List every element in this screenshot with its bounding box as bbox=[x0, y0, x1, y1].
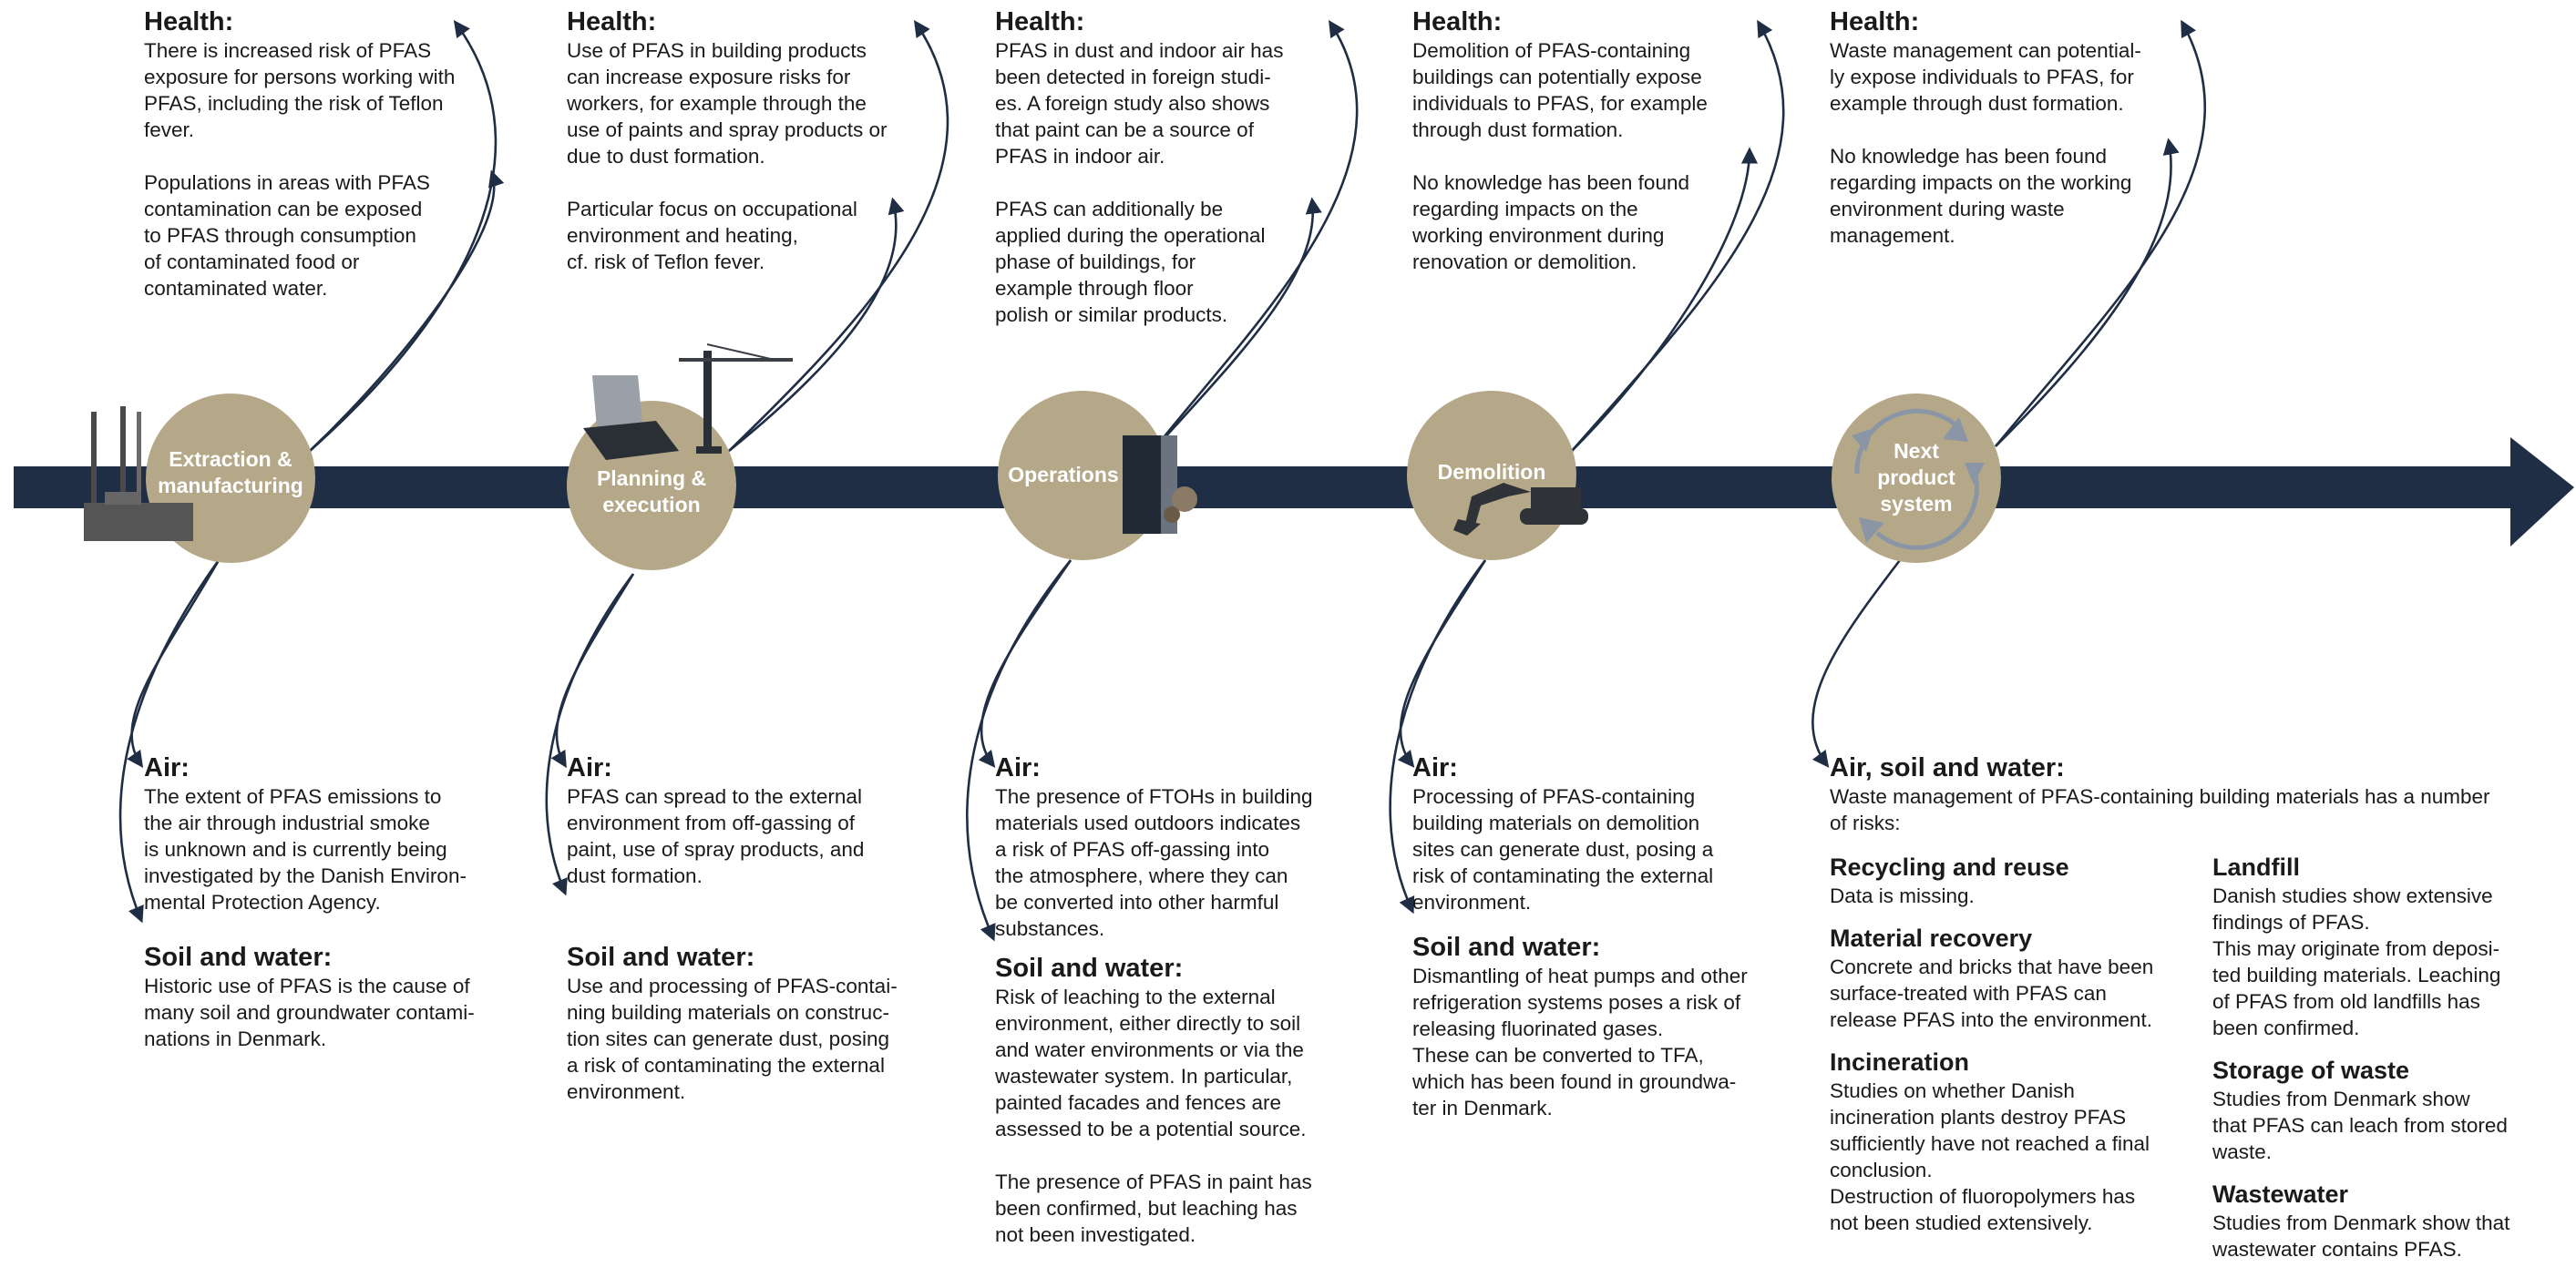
risk-title: Recycling and reuse bbox=[1830, 854, 2069, 881]
soil-water-heading: Soil and water: bbox=[1412, 933, 1601, 962]
connector-air-4 bbox=[1397, 559, 1487, 768]
risk-text: Studies on whether Danish incineration p… bbox=[1830, 1079, 2150, 1234]
environment-block-4: Air: Processing of PFAS-containing build… bbox=[1412, 752, 1777, 1121]
air-heading: Air: bbox=[567, 753, 612, 782]
connector-air-1 bbox=[127, 559, 221, 768]
excavator-icon bbox=[1453, 483, 1588, 536]
health-text: Waste management can potential- ly expos… bbox=[1830, 39, 2141, 115]
environment-block-5: Air, soil and water: Waste management of… bbox=[1830, 752, 2559, 845]
soil-water-text: The presence of PFAS in paint has been c… bbox=[995, 1170, 1312, 1246]
building-icon bbox=[1123, 435, 1197, 534]
air-heading: Air: bbox=[1412, 753, 1458, 782]
risk-title: Landfill bbox=[2212, 854, 2300, 881]
health-text: No knowledge has been found regarding im… bbox=[1412, 171, 1689, 273]
soil-water-text: Dismantling of heat pumps and other refr… bbox=[1412, 965, 1748, 1119]
health-text: PFAS can additionally be applied during … bbox=[995, 198, 1266, 326]
factory-chimneys-icon bbox=[84, 406, 193, 541]
risk-title: Incineration bbox=[1830, 1048, 1970, 1076]
air-text: Processing of PFAS-containing building m… bbox=[1412, 785, 1714, 914]
air-soil-water-intro: Waste management of PFAS-containing buil… bbox=[1830, 785, 2490, 834]
connector-air-5 bbox=[1811, 559, 1902, 768]
connector-health-4b bbox=[1571, 147, 1759, 452]
health-heading: Health: bbox=[995, 7, 1085, 36]
health-heading: Health: bbox=[1412, 7, 1503, 36]
waste-risks-right-column: Landfill Danish studies show extensive f… bbox=[2212, 853, 2559, 1262]
connector-soil-3 bbox=[966, 559, 1072, 942]
soil-water-heading: Soil and water: bbox=[995, 954, 1184, 983]
health-text: No knowledge has been found regarding im… bbox=[1830, 145, 2132, 247]
connector-health-3b bbox=[1152, 197, 1322, 452]
air-heading: Air: bbox=[144, 753, 190, 782]
health-block-1: Health: There is increased risk of PFAS … bbox=[144, 6, 508, 302]
stage-label-operations: Operations bbox=[1008, 463, 1119, 486]
health-text: Populations in areas with PFAS contamina… bbox=[144, 171, 430, 300]
stage-label-planning: Planning & execution bbox=[596, 466, 707, 516]
health-text: PFAS in dust and indoor air has been det… bbox=[995, 39, 1284, 168]
waste-risks-left-column: Recycling and reuse Data is missing. Mat… bbox=[1830, 853, 2203, 1236]
health-heading: Health: bbox=[567, 7, 657, 36]
health-block-4: Health: Demolition of PFAS-containing bu… bbox=[1412, 6, 1777, 275]
connector-health-5 bbox=[1994, 19, 2207, 447]
risk-text: Concrete and bricks that have been surfa… bbox=[1830, 956, 2154, 1031]
health-heading: Health: bbox=[144, 7, 234, 36]
air-heading: Air: bbox=[995, 753, 1041, 782]
risk-title: Wastewater bbox=[2212, 1181, 2349, 1208]
air-text: The presence of FTOHs in building materi… bbox=[995, 785, 1313, 940]
soil-water-text: Risk of leaching to the external environ… bbox=[995, 986, 1307, 1140]
connector-soil-2 bbox=[545, 573, 635, 896]
soil-water-text: Use and processing of PFAS-contai- ning … bbox=[567, 975, 898, 1103]
health-block-3: Health: PFAS in dust and indoor air has … bbox=[995, 6, 1360, 328]
air-text: The extent of PFAS emissions to the air … bbox=[144, 785, 467, 914]
health-text: Particular focus on occupational environ… bbox=[567, 198, 857, 273]
risk-text: Danish studies show extensive findings o… bbox=[2212, 884, 2501, 1039]
connector-soil-1 bbox=[118, 559, 221, 924]
environment-block-1: Air: The extent of PFAS emissions to the… bbox=[144, 752, 508, 1052]
laptop-and-crane-icon bbox=[583, 343, 793, 460]
connector-soil-4 bbox=[1389, 559, 1487, 915]
connector-health-1 bbox=[309, 20, 498, 452]
connector-health-2 bbox=[728, 19, 949, 452]
soil-water-heading: Soil and water: bbox=[144, 943, 333, 972]
risk-text: Studies from Denmark show that PFAS can … bbox=[2212, 1088, 2508, 1163]
environment-block-3: Air: The presence of FTOHs in building m… bbox=[995, 752, 1378, 1248]
health-text: Demolition of PFAS-containing buildings … bbox=[1412, 39, 1708, 141]
connector-health-5b bbox=[1995, 138, 2180, 447]
connector-health-3 bbox=[1151, 19, 1359, 452]
environment-block-2: Air: PFAS can spread to the external env… bbox=[567, 752, 931, 1105]
health-block-5: Health: Waste management can potential- … bbox=[1830, 6, 2194, 249]
risk-text: Data is missing. bbox=[1830, 884, 1975, 907]
soil-water-heading: Soil and water: bbox=[567, 943, 755, 972]
health-block-2: Health: Use of PFAS in building products… bbox=[567, 6, 949, 275]
risk-title: Storage of waste bbox=[2212, 1057, 2410, 1084]
connector-health-4 bbox=[1571, 19, 1785, 452]
health-text: There is increased risk of PFAS exposure… bbox=[144, 39, 456, 141]
connector-air-3 bbox=[978, 559, 1072, 768]
health-text: Use of PFAS in building products can inc… bbox=[567, 39, 888, 168]
stage-label-next-product-system: Next product system bbox=[1877, 439, 1955, 516]
soil-water-text: Historic use of PFAS is the cause of man… bbox=[144, 975, 475, 1050]
stage-label-demolition: Demolition bbox=[1437, 460, 1546, 484]
risk-text: Studies from Denmark show that wastewate… bbox=[2212, 1211, 2510, 1261]
health-heading: Health: bbox=[1830, 7, 1920, 36]
stage-label-extraction: Extraction & manufacturing bbox=[158, 447, 303, 497]
air-soil-water-heading: Air, soil and water: bbox=[1830, 753, 2065, 782]
connector-health-1b bbox=[309, 169, 505, 452]
risk-title: Material recovery bbox=[1830, 925, 2033, 952]
recycle-arrows-icon bbox=[1852, 408, 1985, 550]
air-text: PFAS can spread to the external environm… bbox=[567, 785, 865, 887]
connector-health-2b bbox=[728, 197, 905, 453]
connector-air-2 bbox=[550, 573, 635, 769]
timeline-arrow bbox=[14, 437, 2574, 547]
